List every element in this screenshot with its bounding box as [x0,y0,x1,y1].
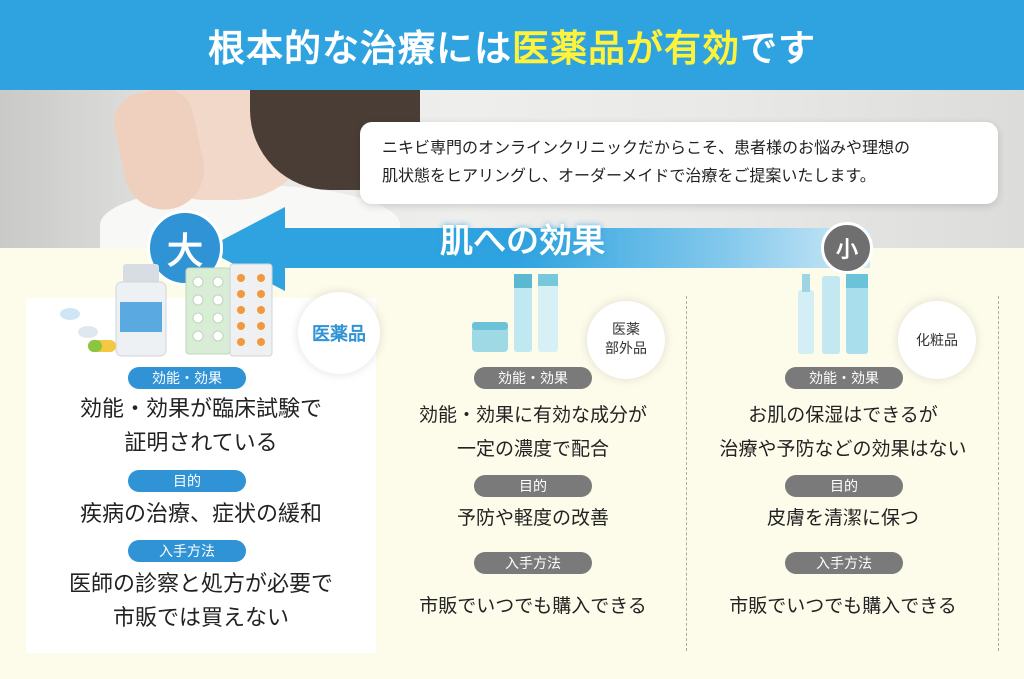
page-header: 根本的な治療には医薬品が有効です [0,0,1024,90]
medicine-illustration [60,263,273,357]
cosmetic-illustration [798,274,868,354]
category-badge-drug: 医薬品 [298,292,380,374]
drug-purpose-label: 目的 [128,470,246,492]
column-divider [998,296,999,651]
quasi-effect-label: 効能・効果 [474,367,592,389]
quasi-effect-line-2: 一定の濃度で配合 [456,438,609,460]
quasi-access-label: 入手方法 [474,552,592,574]
cosmetic-effect-text: お肌の保湿はできるが 治療や予防などの効果はない [692,398,994,466]
scale-high-badge: 大 [147,210,223,286]
scale-low-badge: 小 [821,222,873,274]
title-highlight: 医薬品が有効 [512,27,740,70]
quasi-category-line-1: 医薬 [612,322,640,338]
effect-scale-label: 肌への効果 [440,221,605,260]
drug-effect-line-2: 証明されている [124,431,278,456]
drug-effect-line-1: 効能・効果が臨床試験で [79,397,322,422]
drug-access-text: 医師の診察と処方が必要で 市販では買えない [26,568,376,636]
cosmetic-access-text: 市販でいつでも購入できる [729,595,957,617]
cosmetic-purpose-label: 目的 [785,475,903,497]
effect-arrow-body [280,228,870,268]
title-before: 根本的な治療には [208,27,512,70]
intro-bubble: ニキビ専門のオンラインクリニックだからこそ、患者様のお悩みや理想の 肌状態をヒア… [360,122,998,204]
pump-bottle-icon [798,290,814,354]
quasi-purpose-label: 目的 [474,475,592,497]
tube-icon [822,276,840,354]
drug-access-line-1: 医師の診察と処方が必要で [68,572,333,597]
quasi-effect-line-1: 効能・効果に有効な成分が [418,404,647,426]
cosmetic-access-label: 入手方法 [785,552,903,574]
quasi-purpose-text: 予防や軽度の改善 [456,507,609,529]
intro-line-2: 肌状態をヒアリングし、オーダーメイドで治療をご提案いたします。 [382,166,876,185]
drug-access-label: 入手方法 [128,540,246,562]
bottle-icon [514,274,532,352]
category-badge-quasi-drug: 医薬部外品 [587,301,665,379]
quasi-drug-illustration [472,274,558,352]
drug-access-line-2: 市販では買えない [112,606,289,631]
cosmetic-effect-label: 効能・効果 [785,367,903,389]
quasi-access-text: 市販でいつでも購入できる [419,595,647,617]
category-badge-cosmetic: 化粧品 [898,301,976,379]
page-title: 根本的な治療には医薬品が有効です [208,18,816,72]
drug-effect-label: 効能・効果 [128,367,246,389]
intro-line-1: ニキビ専門のオンラインクリニックだからこそ、患者様のお悩みや理想の [382,138,911,157]
bottle-cap-icon [123,264,159,284]
quasi-category-line-2: 部外品 [605,341,647,357]
jar-icon [472,326,508,352]
title-after: です [740,27,816,70]
column-divider [686,296,687,651]
cosmetic-purpose-text: 皮膚を清潔に保つ [766,507,919,529]
drug-effect-text: 効能・効果が臨床試験で 証明されている [26,393,376,461]
cosmetic-effect-line-1: お肌の保湿はできるが [748,404,938,426]
blister-pack-icon [185,267,231,355]
drug-purpose-text: 疾病の治療、症状の緩和 [79,502,322,527]
pill-icon [60,308,80,320]
cosmetic-effect-line-2: 治療や予防などの効果はない [719,438,967,460]
quasi-effect-text: 効能・効果に有効な成分が 一定の濃度で配合 [383,398,683,466]
